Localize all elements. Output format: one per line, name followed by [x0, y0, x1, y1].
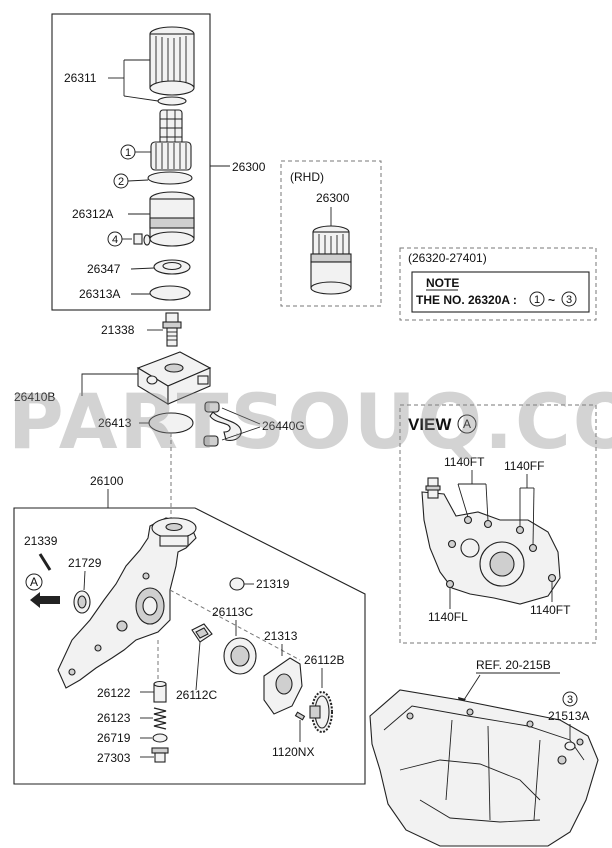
label-key-1120nx: 1120NX — [272, 745, 314, 759]
o-ring-21319[interactable] — [229, 577, 245, 591]
oil-pump-body[interactable] — [57, 517, 197, 689]
view-a-marker — [457, 414, 477, 434]
label-assembly-26300: 26300 — [232, 160, 266, 174]
label-seal-21729: 21729 — [68, 556, 102, 570]
view-a-label-1140ff: 1140FF — [504, 459, 544, 473]
view-a-marker-text: A — [463, 417, 471, 431]
view-direction-arrow-icon — [30, 592, 60, 608]
inner-rotor[interactable] — [191, 623, 213, 643]
label-pan-21513a: 21513A — [548, 709, 589, 723]
label-fitting-21338: 21338 — [101, 323, 135, 337]
callout-2 — [113, 173, 129, 189]
plug-washer[interactable] — [143, 234, 151, 246]
key-1120nx[interactable] — [294, 711, 306, 721]
drive-gear[interactable] — [309, 691, 333, 733]
label-rotor-26113c: 26113C — [212, 605, 253, 619]
oil-pan — [369, 689, 599, 847]
callout-4-text: 4 — [112, 234, 118, 246]
note-from-text: 1 — [534, 294, 540, 306]
label-cover-21313: 21313 — [264, 629, 298, 643]
label-washer-26719: 26719 — [97, 731, 131, 745]
note-range: (26320-27401) — [408, 251, 487, 265]
rhd-oil-filter[interactable] — [310, 225, 352, 295]
view-a-label-1140ft-top: 1140FT — [444, 455, 485, 469]
note-text: THE NO. 26320A : — [416, 293, 517, 307]
dowel-pin[interactable] — [38, 553, 52, 571]
filter-group-frame — [51, 13, 211, 311]
note-to-text: 3 — [566, 294, 572, 306]
filter-seal-ring[interactable] — [157, 96, 187, 106]
pan-callout-3 — [562, 691, 578, 707]
washer-26719[interactable] — [152, 733, 168, 743]
note-tilde: ~ — [548, 293, 555, 307]
filter-housing[interactable] — [149, 191, 195, 247]
filter-o-ring[interactable] — [147, 171, 193, 185]
label-o-ring-26313a: 26313A — [79, 287, 120, 301]
watermark: PARTSOUQ.COM — [8, 377, 612, 466]
pan-reference: REF. 20-215B — [476, 658, 551, 672]
rhd-title: (RHD) — [290, 170, 324, 184]
view-a-label-1140ft-bottom: 1140FT — [530, 603, 571, 617]
pump-marker-a — [25, 573, 43, 591]
label-o-ring-21319: 21319 — [256, 577, 290, 591]
label-rotor-26112c: 26112C — [176, 688, 217, 702]
callout-1-text: 1 — [125, 147, 131, 159]
pump-cover[interactable] — [263, 657, 303, 715]
label-housing-26312a: 26312A — [72, 207, 113, 221]
label-gear-26112b: 26112B — [304, 653, 344, 667]
note-circle-from — [529, 291, 545, 307]
label-plug-27303: 27303 — [97, 751, 131, 765]
note-box — [411, 271, 590, 313]
label-gasket-26413: 26413 — [98, 416, 132, 430]
note-heading: NOTE — [426, 276, 459, 290]
plug-27303[interactable] — [151, 747, 169, 763]
label-spring-26123: 26123 — [97, 711, 131, 725]
note-frame — [399, 247, 597, 321]
o-ring-26313a[interactable] — [149, 285, 191, 301]
view-a-label-1140fl: 1140FL — [428, 610, 468, 624]
label-pump-26100: 26100 — [90, 474, 124, 488]
spring-26123[interactable] — [153, 707, 167, 730]
label-plunger-26122: 26122 — [97, 686, 131, 700]
drain-plug-21513a[interactable] — [564, 741, 576, 751]
pan-callout-3-text: 3 — [567, 694, 573, 706]
label-filter-26311: 26311 — [64, 71, 97, 85]
note-circle-to — [561, 291, 577, 307]
oil-cooler[interactable] — [136, 351, 212, 405]
outer-rotor[interactable] — [223, 637, 257, 675]
rhd-frame — [280, 160, 382, 307]
rhd-part-26300: 26300 — [316, 191, 350, 205]
label-gasket-26347: 26347 — [87, 262, 121, 276]
view-a-pump-body — [421, 477, 561, 605]
view-a-title: VIEW — [408, 415, 452, 434]
view-a-frame — [399, 404, 597, 644]
callout-2-text: 2 — [118, 176, 124, 188]
pump-group-frame — [13, 507, 366, 785]
label-pin-21339: 21339 — [24, 534, 58, 548]
filter-element[interactable] — [150, 109, 192, 171]
oil-filter-can[interactable] — [149, 26, 195, 96]
label-hose-26440g: 26440G — [262, 419, 305, 433]
label-cooler-26410b: 26410B — [14, 390, 55, 404]
coolant-hose[interactable] — [203, 401, 242, 447]
fitting-21338[interactable] — [162, 312, 182, 347]
pump-marker-a-text: A — [30, 575, 38, 589]
drain-plug[interactable] — [133, 233, 143, 245]
